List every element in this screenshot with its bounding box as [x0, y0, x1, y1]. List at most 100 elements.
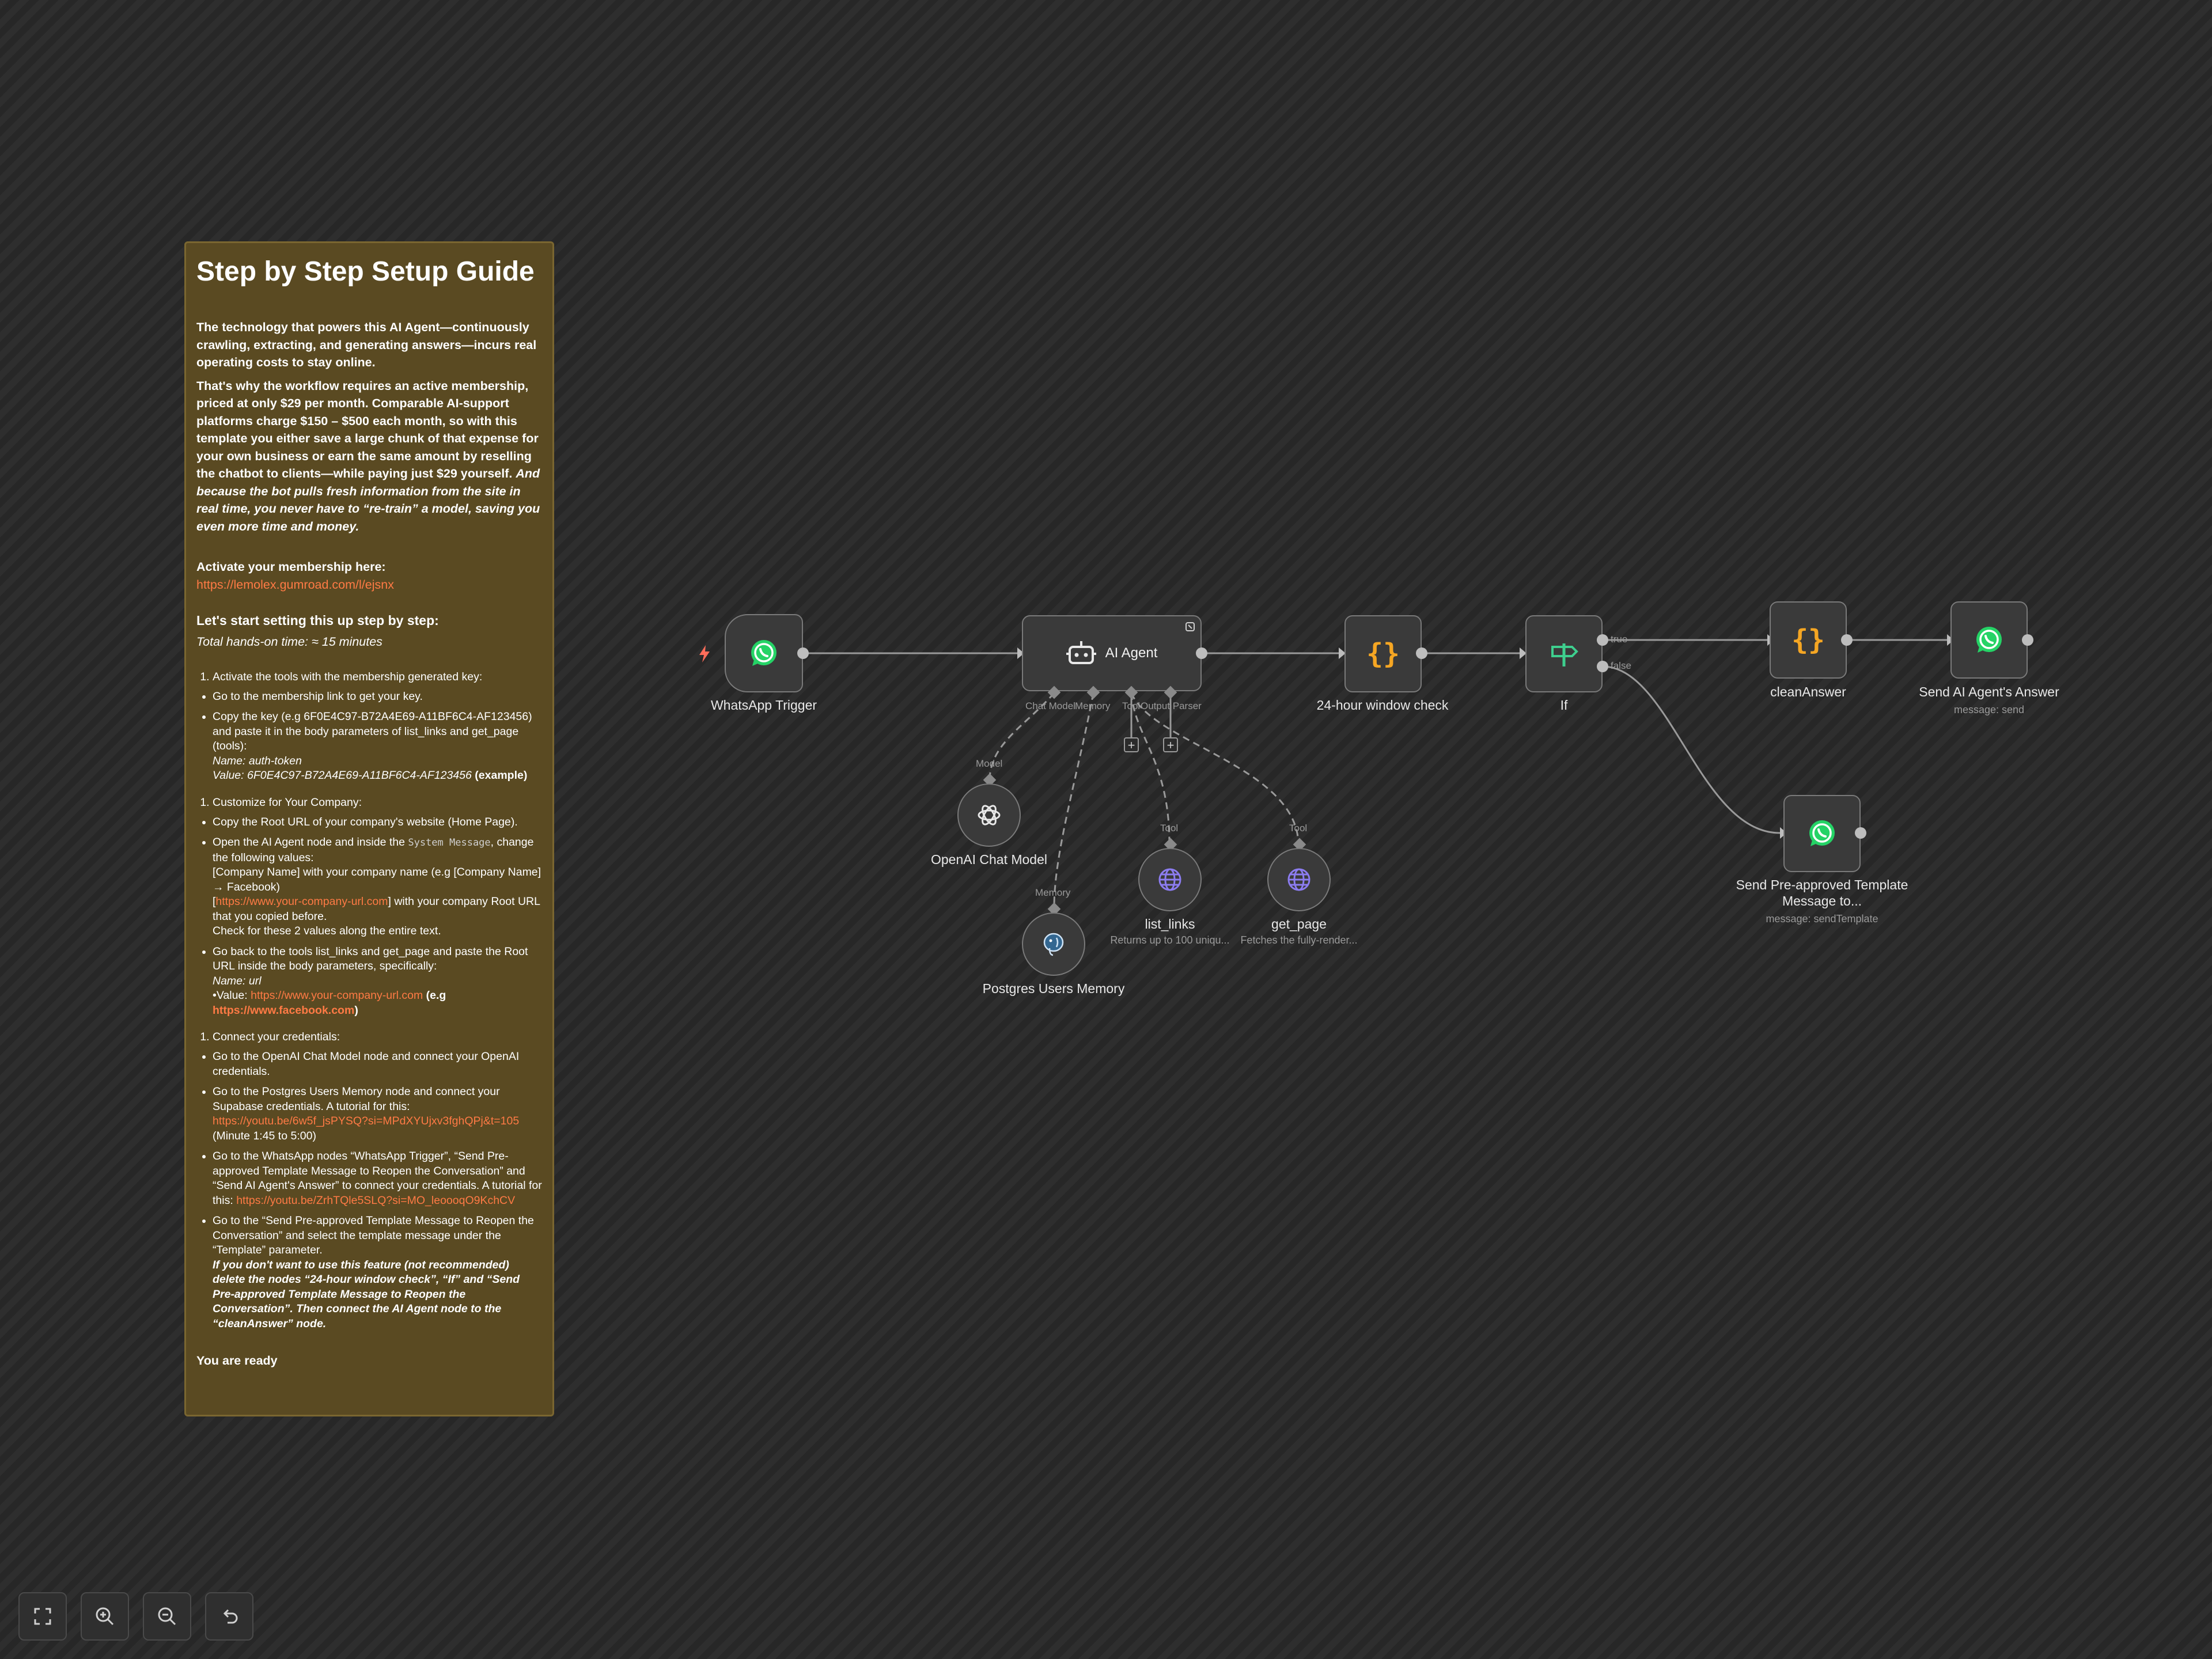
window-check-output[interactable] [1416, 647, 1427, 659]
clean-answer-output[interactable] [1841, 634, 1853, 646]
zoom-out-button[interactable] [143, 1592, 191, 1641]
step-2-bullet-1: Copy the Root URL of your company's webs… [213, 815, 542, 830]
send-answer-output[interactable] [2022, 634, 2033, 646]
step-2-bullet-2: Open the AI Agent node and inside the Sy… [213, 835, 542, 939]
whatsapp-icon [1976, 627, 2002, 653]
step-3-bullet-1: Go to the OpenAI Chat Model node and con… [213, 1050, 542, 1079]
fullscreen-icon [34, 1608, 51, 1625]
auth-example: (example) [475, 769, 528, 782]
auth-value: Value: 6F0E4C97-B72A4E69-A11BF6C4-AF1234… [213, 769, 472, 782]
send-answer-node[interactable] [1950, 601, 2028, 679]
step-3: Connect your credentials: [196, 1031, 542, 1044]
step-3-bullet-3-text: Go to the WhatsApp nodes “WhatsApp Trigg… [213, 1150, 542, 1207]
sticky-paragraph-1: The technology that powers this AI Agent… [196, 320, 537, 369]
supabase-tutorial-link[interactable]: https://youtu.be/6w5f_jsPYSQ?si=MPdXYUjx… [213, 1115, 520, 1127]
step-2: Customize for Your Company: [196, 796, 542, 809]
tool-connector-label: Tool [1122, 700, 1141, 711]
svg-text:{}: {} [1366, 638, 1400, 670]
expand-icon[interactable] [1184, 621, 1196, 632]
list-links-port-label: Tool [1160, 823, 1179, 834]
facebook-link[interactable]: https://www.facebook.com [213, 1003, 355, 1017]
openai-chat-model-node[interactable] [957, 783, 1021, 847]
get-page-subtitle: Fetches the fully-render... [1240, 934, 1358, 946]
reset-zoom-button[interactable] [205, 1592, 253, 1641]
url-name: Name: url [213, 974, 262, 987]
setup-guide-sticky-note[interactable]: Step by Step Setup Guide The technology … [184, 241, 554, 1416]
step-3-bullet-4: Go to the “Send Pre-approved Template Me… [213, 1214, 542, 1331]
whatsapp-tutorial-link[interactable]: https://youtu.be/ZrhTQle5SLQ?si=MO_leooo… [236, 1194, 516, 1207]
openai-icon [978, 805, 1001, 825]
ai-agent-output[interactable] [1196, 647, 1207, 659]
check-values-line: Check for these 2 values along the entir… [213, 925, 441, 937]
signpost-icon [1551, 643, 1578, 666]
step-2-list: Copy the Root URL of your company's webs… [196, 815, 542, 1018]
clean-answer-node[interactable]: {} [1770, 601, 1847, 679]
paragraph-2-text: That's why the workflow requires an acti… [196, 378, 539, 481]
add-output-parser-button[interactable]: + [1163, 737, 1178, 752]
step-3-bullet-4-warning: If you don't want to use this feature (n… [213, 1258, 520, 1330]
total-time: Total hands-on time: ≈ 15 minutes [196, 635, 382, 649]
tutorial-time: (Minute 1:45 to 5:00) [213, 1129, 316, 1142]
postgres-label: Postgres Users Memory [982, 981, 1125, 996]
ai-agent-title: AI Agent [1105, 645, 1158, 661]
window-check-label: 24-hour window check [1316, 698, 1449, 713]
whatsapp-icon [1809, 820, 1835, 846]
window-check-node[interactable]: {} [1344, 615, 1422, 692]
url-eg: (e.g [426, 989, 446, 1002]
chat-model-connector-label: Chat Model [1025, 700, 1075, 711]
ai-agent-node[interactable]: AI Agent [1022, 615, 1202, 691]
clean-answer-label: cleanAnswer [1770, 684, 1846, 699]
step-1: Activate the tools with the membership g… [196, 671, 542, 684]
model-port-label: Model [976, 758, 1003, 769]
step-3-bullet-2-text: Go to the Postgres Users Memory node and… [213, 1085, 500, 1113]
undo-icon [223, 1609, 238, 1624]
ready-text: You are ready [196, 1354, 278, 1368]
globe-icon [1287, 868, 1310, 891]
paragraph-2-italic: And because the bot pulls fresh informat… [196, 467, 540, 533]
step-3-bullet-4-text: Go to the “Send Pre-approved Template Me… [213, 1214, 534, 1256]
whatsapp-trigger-output[interactable] [797, 647, 809, 659]
send-answer-label: Send AI Agent's Answer [1919, 684, 2059, 699]
step-1-bullet-1: Go to the membership link to get your ke… [213, 690, 542, 704]
list-links-label: list_links [1145, 916, 1195, 931]
step-1-bullet-2-text: Copy the key (e.g 6F0E4C97-B72A4E69-A11B… [213, 710, 532, 752]
add-tool-button[interactable]: + [1124, 737, 1139, 752]
step-2-bullet-2-post: , change the following values: [213, 836, 534, 864]
if-node[interactable] [1525, 615, 1603, 692]
step-3-list: Go to the OpenAI Chat Model node and con… [196, 1050, 542, 1331]
step-3-bullet-3: Go to the WhatsApp nodes “WhatsApp Trigg… [213, 1149, 542, 1208]
fit-view-button[interactable] [18, 1592, 67, 1641]
list-links-node[interactable] [1138, 848, 1202, 911]
activate-link[interactable]: https://lemolex.gumroad.com/l/ejsnx [196, 577, 394, 592]
get-page-label: get_page [1271, 916, 1327, 931]
if-label: If [1560, 698, 1568, 713]
sticky-paragraph-2: That's why the workflow requires an acti… [196, 377, 542, 536]
whatsapp-trigger-label: WhatsApp Trigger [710, 698, 817, 713]
company-name-line: [Company Name] with your company name (e… [213, 866, 541, 893]
braces-icon: {} [1366, 638, 1400, 670]
send-template-label: Send Pre-approved Template Message to... [1736, 877, 1908, 908]
company-url-link[interactable]: https://www.your-company-url.com [215, 895, 388, 908]
zoom-in-button[interactable] [81, 1592, 129, 1641]
step-2-bullet-3-text: Go back to the tools list_links and get_… [213, 945, 528, 973]
svg-text:{}: {} [1791, 624, 1825, 656]
url-value-link[interactable]: https://www.your-company-url.com [251, 989, 423, 1002]
openai-label: OpenAI Chat Model [930, 852, 1047, 867]
sticky-title: Step by Step Setup Guide [196, 256, 535, 287]
memory-connector-label: Memory [1075, 700, 1111, 711]
send-template-node[interactable] [1783, 795, 1861, 872]
if-true-label: true [1611, 634, 1628, 645]
get-page-node[interactable] [1267, 848, 1331, 911]
send-template-output[interactable] [1855, 827, 1866, 839]
step-3-title: Connect your credentials: [213, 1031, 542, 1044]
if-false-output[interactable] [1597, 661, 1608, 672]
step-3-bullet-2: Go to the Postgres Users Memory node and… [213, 1085, 542, 1143]
if-true-output[interactable] [1597, 634, 1608, 646]
get-page-port-label: Tool [1289, 823, 1308, 834]
company-url-line: ] with your company Root URL that you co… [213, 895, 540, 923]
robot-icon [1066, 641, 1096, 664]
step-2-bullet-2-pre: Open the AI Agent node and inside the [213, 836, 405, 849]
postgres-memory-node[interactable] [1022, 912, 1085, 976]
whatsapp-trigger-node[interactable] [725, 614, 803, 692]
globe-icon [1158, 868, 1181, 891]
